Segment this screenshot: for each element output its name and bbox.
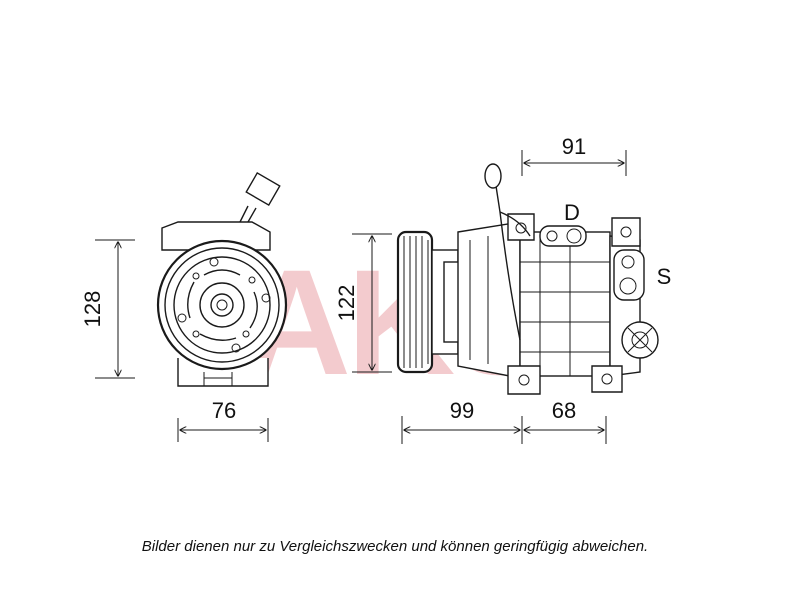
front-width-value: 76 <box>212 398 236 423</box>
side-bottom-right-value: 68 <box>552 398 576 423</box>
dimension-front-width: 76 <box>177 398 269 442</box>
discharge-port-label: D <box>564 200 580 225</box>
suction-port <box>613 249 645 301</box>
front-connector-plug <box>239 172 281 223</box>
side-bottom-left-value: 99 <box>450 398 474 423</box>
side-connector-wire <box>484 163 531 341</box>
discharge-port <box>539 225 587 247</box>
side-view <box>396 163 659 395</box>
control-valve-connector <box>621 321 659 359</box>
side-height-value: 122 <box>334 285 359 322</box>
dimension-side-top: 91 <box>521 134 627 176</box>
front-height-value: 128 <box>80 291 105 328</box>
dimension-front-height: 128 <box>80 239 135 379</box>
dimension-side-height: 122 <box>334 233 392 373</box>
suction-port-label: S <box>657 264 672 289</box>
front-view <box>156 172 288 387</box>
dimension-side-bottom: 99 68 <box>401 398 607 444</box>
side-top-value: 91 <box>562 134 586 159</box>
disclaimer-caption: Bilder dienen nur zu Vergleichszwecken u… <box>141 538 649 555</box>
